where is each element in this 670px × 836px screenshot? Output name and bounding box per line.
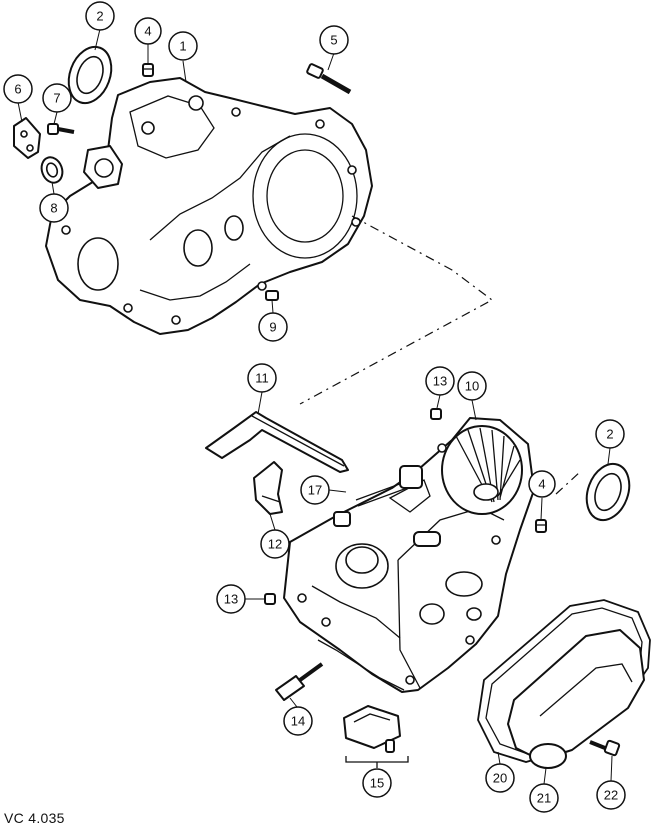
reverse-light-switch xyxy=(275,662,324,701)
assembly-line xyxy=(299,215,494,405)
callout-4-lower: 4 xyxy=(528,470,556,498)
oil-deflector xyxy=(253,461,283,515)
clutch-housing xyxy=(45,77,373,335)
housing-bolt xyxy=(306,63,352,95)
callout-2-lower-label: 2 xyxy=(606,427,613,442)
cover-bolt xyxy=(589,739,621,757)
callout-22: 22 xyxy=(596,780,626,810)
callout-15: 15 xyxy=(362,768,392,798)
callout-2-lower: 2 xyxy=(595,419,625,449)
callout-6-label: 6 xyxy=(14,82,21,97)
callout-11: 11 xyxy=(247,363,277,393)
callout-6: 6 xyxy=(3,74,33,104)
callout-4-lower-label: 4 xyxy=(538,477,545,492)
callout-13-lower-label: 13 xyxy=(224,592,238,607)
dowel-pin-9 xyxy=(265,290,279,301)
callout-17: 17 xyxy=(300,475,330,505)
callout-13-lower: 13 xyxy=(216,584,246,614)
callout-2-top: 2 xyxy=(85,1,115,31)
callout-4-top-label: 4 xyxy=(144,24,151,39)
callout-20: 20 xyxy=(485,763,515,793)
callout-7: 7 xyxy=(42,83,72,113)
callout-4-top: 4 xyxy=(134,17,162,45)
callout-9: 9 xyxy=(258,312,288,342)
callout-5-label: 5 xyxy=(330,33,337,48)
callout-13-upper-label: 13 xyxy=(433,374,447,389)
callout-8-label: 8 xyxy=(50,201,57,216)
mounting-bracket xyxy=(13,117,41,159)
callout-1-label: 1 xyxy=(179,39,186,54)
leader-lines xyxy=(17,28,613,785)
bracket-bolt xyxy=(47,123,75,135)
seal-washer xyxy=(40,156,64,184)
callout-10-label: 10 xyxy=(465,379,479,394)
oil-seal-ring-lower xyxy=(585,462,631,522)
assembly-line-seal xyxy=(555,471,581,495)
callout-1: 1 xyxy=(168,31,198,61)
callout-9-label: 9 xyxy=(269,320,276,335)
callout-21-label: 21 xyxy=(537,791,551,806)
callout-13-upper: 13 xyxy=(425,366,455,396)
callout-15-label: 15 xyxy=(370,776,384,791)
oil-seal-ring-top xyxy=(67,45,113,105)
rear-cover xyxy=(507,629,645,769)
drain-plug-top xyxy=(142,63,154,77)
bracket-15 xyxy=(345,756,409,768)
callout-20-label: 20 xyxy=(493,771,507,786)
guide-rail xyxy=(205,411,349,473)
drain-plug-lower xyxy=(535,519,547,533)
callout-2-top-label: 2 xyxy=(96,9,103,24)
callout-12-label: 12 xyxy=(268,537,282,552)
callout-10: 10 xyxy=(457,371,487,401)
callout-12: 12 xyxy=(260,529,290,559)
figure-reference-code: VC 4.035 xyxy=(4,810,65,826)
oil-strainer xyxy=(343,705,401,753)
callout-17-label: 17 xyxy=(308,483,322,498)
callout-7-label: 7 xyxy=(53,91,60,106)
plug-13-upper xyxy=(430,408,442,420)
callout-11-label: 11 xyxy=(255,371,269,386)
callout-5: 5 xyxy=(319,25,349,55)
callout-8: 8 xyxy=(39,193,69,223)
transmission-case xyxy=(283,417,535,693)
callout-14: 14 xyxy=(283,706,313,736)
callout-22-label: 22 xyxy=(604,788,618,803)
callout-14-label: 14 xyxy=(291,714,305,729)
callout-21: 21 xyxy=(529,783,559,813)
plug-13-lower xyxy=(264,593,276,605)
